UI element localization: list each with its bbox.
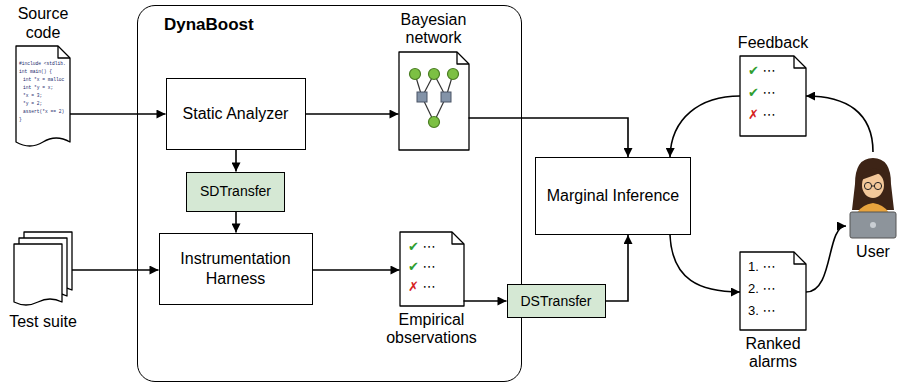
document-icons [14,46,806,330]
tool-boundary: DynaBoostBayesian networkStatic Analyzer… [137,5,522,382]
transfer-box: SDTransfer [186,172,285,212]
observation-item: ✔ ⋯ [408,260,436,273]
test-documents: Test suite [14,232,72,308]
box-label: Static Analyzer [177,104,295,123]
process-box: Instrumentation Harness [159,233,313,305]
alarms-document [740,252,806,330]
node-heading: Bayesian network [388,11,480,48]
connector-arrow [235,150,237,172]
source-document [16,46,70,146]
observation-item: ✔ ⋯ [408,240,436,253]
box-label: Marginal Inference [541,186,686,205]
group-title: DynaBoost [164,15,254,35]
box-label: SDTransfer [194,183,277,200]
page-fold [58,46,70,58]
connector-arrow [235,212,237,233]
box-label: Instrumentation Harness [160,249,312,287]
page-fold [794,252,806,264]
connector-arrow [469,118,629,157]
connector-arrow [464,300,507,302]
bayesian-graph [410,69,459,128]
feedback-item: ✔ ⋯ [748,86,776,99]
code-line: assert(*x == 2) [23,110,64,115]
connector-arrow [806,96,873,152]
alarm-item: 1. ⋯ [748,260,775,273]
page-fold [794,56,806,68]
node-heading: Empirical observations [376,311,488,348]
box-label: DSTransfer [514,293,597,310]
network-document: Bayesian network [399,52,469,150]
connector-arrow [313,269,400,271]
observation-item: ✗ ⋯ [408,280,436,293]
node-heading: Feedback [728,34,818,52]
page-fold [457,52,469,64]
connector-arrow [806,226,846,292]
code-line: int main() { [19,70,52,75]
code-line: } [19,118,22,123]
page-fold [452,232,464,244]
user-figure: User [846,152,900,238]
test-page [14,244,62,305]
code-line: int *y = x; [23,86,53,91]
node-heading: Source code [7,5,79,42]
network-document [399,52,469,150]
alarm-item: 2. ⋯ [748,282,775,295]
process-box: Static Analyzer [166,78,306,150]
code-line: *x = 3; [23,94,42,99]
node-heading: Ranked alarms [727,335,819,372]
feedback-item: ✗ ⋯ [748,108,776,121]
alarm-item: 3. ⋯ [748,304,775,317]
process-box: Marginal Inference [535,157,691,235]
connector-arrow [606,235,629,301]
user-icon [850,158,896,238]
code-line: int *x = malloc [23,78,64,83]
connector-arrow [670,235,740,292]
node-heading: User [843,243,903,261]
code-line: #include <stdlib. [19,62,66,67]
node-heading: Test suite [0,313,88,331]
feedback-item: ✔ ⋯ [748,64,776,77]
connector-arrow [306,113,399,115]
connector-arrow [70,113,166,115]
observations-document [400,232,464,306]
connector-arrow [670,96,740,157]
transfer-box: DSTransfer [507,284,606,318]
code-line: *y = 2; [23,102,42,107]
connector-arrow [72,269,159,271]
feedback-document [740,56,806,136]
